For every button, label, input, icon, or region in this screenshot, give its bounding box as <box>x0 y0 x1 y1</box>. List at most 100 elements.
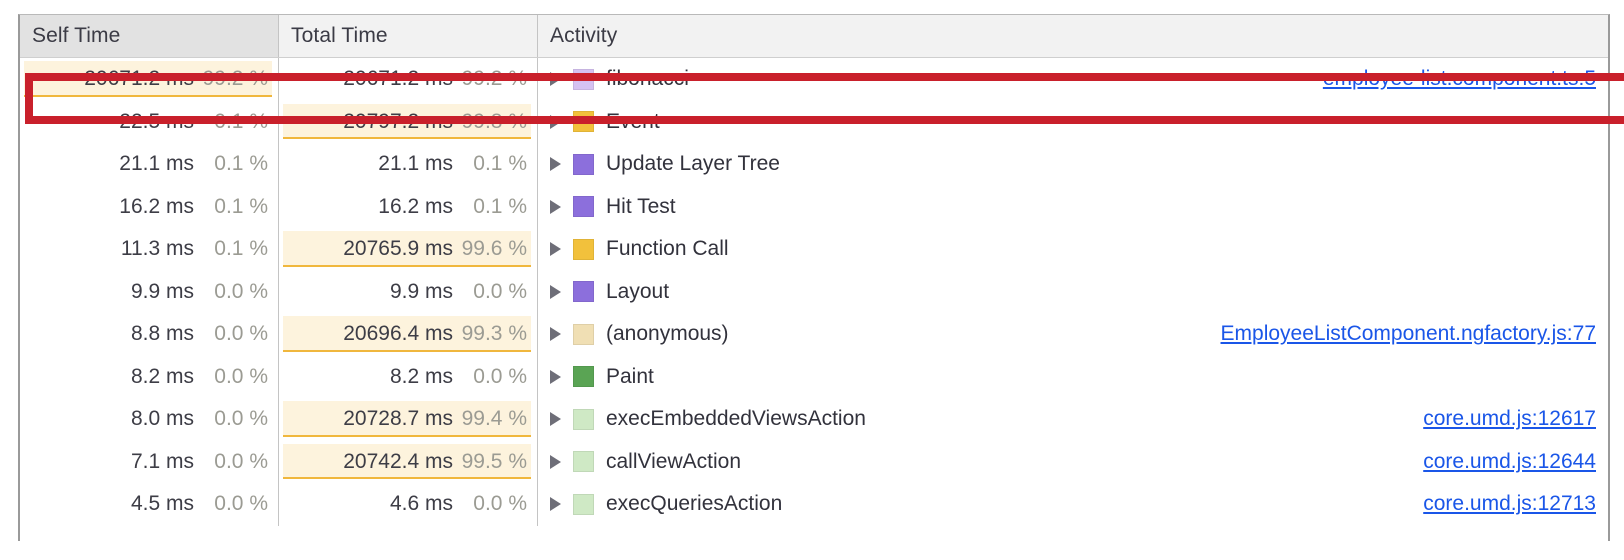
cell-total-time: 20797.2 ms 99.8 % <box>279 100 538 143</box>
painting-light-swatch-icon <box>573 451 594 473</box>
cell-total-time: 20742.4 ms 99.5 % <box>279 440 538 483</box>
self-time-percent: 0.0 % <box>214 492 268 516</box>
disclosure-triangle-right-icon[interactable] <box>550 454 561 469</box>
activity-name: Function Call <box>606 237 729 261</box>
cell-activity: Layout <box>538 271 1608 314</box>
total-time-percent: 99.5 % <box>461 449 527 473</box>
self-time-percent: 0.0 % <box>214 364 268 388</box>
disclosure-triangle-right-icon[interactable] <box>550 242 561 257</box>
total-time-bar <box>283 443 531 479</box>
self-time-percent: 99.2 % <box>202 67 268 91</box>
disclosure-triangle-right-icon[interactable] <box>550 497 561 512</box>
disclosure-triangle-right-icon[interactable] <box>550 412 561 427</box>
disclosure-triangle-right-icon[interactable] <box>550 284 561 299</box>
disclosure-triangle-right-icon[interactable] <box>550 157 561 172</box>
total-time-value: 9.9 ms <box>389 279 453 303</box>
self-time-percent: 0.0 % <box>214 449 268 473</box>
total-time-percent: 99.8 % <box>461 109 527 133</box>
self-time-percent: 0.1 % <box>214 152 268 176</box>
activity-name: fibonacci <box>606 67 689 91</box>
self-time-value: 7.1 ms <box>130 449 194 473</box>
table-header-row: Self Time Total Time Activity <box>20 15 1608 58</box>
disclosure-triangle-right-icon[interactable] <box>550 327 561 342</box>
table-row[interactable]: 8.0 ms 0.0 % 20728.7 ms 99.4 % execEmbeddedV… <box>20 398 1608 441</box>
source-location-link[interactable]: EmployeeListComponent.ngfactory.js:77 <box>1220 322 1596 346</box>
activity-name: Update Layer Tree <box>606 152 780 176</box>
self-time-value: 16.2 ms <box>119 194 194 218</box>
disclosure-triangle-right-icon[interactable] <box>550 199 561 214</box>
scripting-light-swatch-icon <box>573 68 594 90</box>
self-time-percent: 0.1 % <box>214 194 268 218</box>
self-time-value: 21.1 ms <box>119 152 194 176</box>
table-row[interactable]: 16.2 ms 0.1 % 16.2 ms 0.1 % Hit Test <box>20 185 1608 229</box>
cell-activity: Event <box>538 101 1608 144</box>
total-time-value: 20728.7 ms <box>343 407 453 431</box>
activity-name: Hit Test <box>606 194 676 218</box>
cell-activity: Update Layer Tree <box>538 143 1608 186</box>
column-header-self-time-label: Self Time <box>32 24 121 47</box>
total-time-value: 20797.2 ms <box>343 109 453 133</box>
total-time-percent: 99.3 % <box>461 322 527 346</box>
total-time-bar <box>283 231 531 267</box>
disclosure-triangle-right-icon[interactable] <box>550 114 561 129</box>
column-header-total-time[interactable]: Total Time <box>279 15 538 57</box>
total-time-percent: 0.1 % <box>473 194 527 218</box>
cell-total-time: 9.9 ms 0.0 % <box>279 270 538 313</box>
table-row[interactable]: 7.1 ms 0.0 % 20742.4 ms 99.5 % callViewActio… <box>20 440 1608 484</box>
activity-name: Paint <box>606 364 654 388</box>
self-time-percent: 0.0 % <box>214 407 268 431</box>
cell-self-time: 8.0 ms 0.0 % <box>20 398 279 441</box>
source-location-link[interactable]: core.umd.js:12644 <box>1423 449 1596 473</box>
source-location-link[interactable]: core.umd.js:12617 <box>1423 407 1596 431</box>
self-time-value: 4.5 ms <box>130 492 194 516</box>
activity-name: Event <box>606 109 660 133</box>
cell-total-time: 16.2 ms 0.1 % <box>279 185 538 228</box>
painting-light-swatch-icon <box>573 493 594 515</box>
total-time-percent: 0.0 % <box>473 492 527 516</box>
cell-self-time: 7.1 ms 0.0 % <box>20 440 279 483</box>
activity-name: (anonymous) <box>606 322 729 346</box>
bottom-up-table-panel: Self Time Total Time Activity 20671.2 ms… <box>18 14 1624 541</box>
self-time-percent: 0.0 % <box>214 279 268 303</box>
column-header-self-time[interactable]: Self Time <box>20 15 279 57</box>
self-time-value: 11.3 ms <box>120 237 194 261</box>
activity-name: callViewAction <box>606 449 742 473</box>
self-time-percent: 0.0 % <box>214 322 268 346</box>
cell-total-time: 20728.7 ms 99.4 % <box>279 398 538 441</box>
column-header-total-time-label: Total Time <box>291 24 388 47</box>
total-time-value: 20742.4 ms <box>343 449 453 473</box>
cell-activity: execEmbeddedViewsAction core.umd.js:12617 <box>538 398 1608 441</box>
cell-activity: callViewAction core.umd.js:12644 <box>538 441 1608 484</box>
disclosure-triangle-right-icon[interactable] <box>550 369 561 384</box>
cell-activity: Function Call <box>538 228 1608 271</box>
activity-name: execEmbeddedViewsAction <box>606 407 866 431</box>
total-time-percent: 0.1 % <box>473 152 527 176</box>
self-time-value: 8.0 ms <box>130 407 194 431</box>
source-location-link[interactable]: employee-list.component.ts:5 <box>1322 67 1596 91</box>
total-time-value: 8.2 ms <box>389 364 453 388</box>
total-time-value: 20671.2 ms <box>343 67 453 91</box>
disclosure-triangle-right-icon[interactable] <box>550 72 561 87</box>
total-time-value: 16.2 ms <box>378 194 453 218</box>
cell-activity: Hit Test <box>538 186 1608 229</box>
column-header-activity[interactable]: Activity <box>538 15 1608 57</box>
total-time-percent: 0.0 % <box>473 364 527 388</box>
total-time-percent: 99.4 % <box>461 407 527 431</box>
total-time-percent: 0.0 % <box>473 279 527 303</box>
source-location-link[interactable]: core.umd.js:12713 <box>1423 492 1596 516</box>
